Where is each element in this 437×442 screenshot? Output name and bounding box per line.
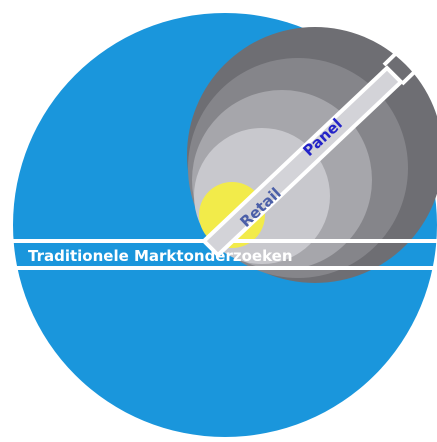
bar-edge-top <box>382 28 422 67</box>
band-label: Traditionele Marktonderzoeken <box>28 247 293 265</box>
bar-edge-bottom <box>400 48 437 86</box>
bar-body <box>201 65 404 258</box>
